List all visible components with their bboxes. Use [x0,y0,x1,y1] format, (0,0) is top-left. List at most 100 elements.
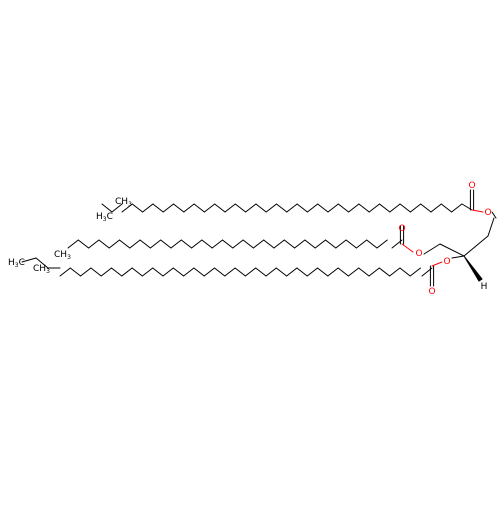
chain2-bond [191,239,203,249]
chain1-bond [152,203,164,213]
chain2-bond [98,239,110,249]
chain1-bond [121,203,133,213]
chain1-bond [101,203,113,213]
chain1-methyl-label: CH3 [115,197,132,208]
oxygen-ester-3: O [443,257,450,267]
chain1-bond [317,203,329,213]
chain1-bond [451,203,463,213]
chain3-branch-label: CH3 [33,264,50,275]
chain3-bond [327,267,339,277]
chain1-bond [337,203,350,213]
chain3-bond [121,267,133,277]
chain1-bond [183,203,195,213]
chain3-bond [368,267,380,277]
chain1-bond [162,203,174,213]
chain3-terminal-label: H3C [8,258,25,269]
chain1-bond [348,203,360,213]
chain3-bond [152,267,164,277]
chain1-bond [245,203,257,213]
chain2-bond [77,239,90,249]
chain2-bond [294,239,306,249]
chain3-bond [234,267,246,277]
chain2-bond [211,239,223,249]
chain3-bond [347,267,360,277]
chain2-bond [366,239,378,249]
chain3-bond [337,267,349,277]
chain2-bond [335,239,347,249]
chain3-bond [111,267,123,277]
chain2-bond [149,239,162,249]
ester2-bond [401,243,414,253]
chain2-bond [180,239,193,249]
chain2-bond [325,239,337,249]
chain2-bond [314,239,326,249]
stereo-hydrogen: H [481,282,488,292]
chain2-methyl-label: CH3 [54,250,71,261]
chain2-bond [170,239,182,249]
chain3-bond [399,267,411,277]
chain2-bond [242,239,254,249]
chain2-bond [222,239,234,249]
chain1-bond [255,203,267,213]
ester3-bond [431,261,443,267]
chain2-bond [263,239,275,249]
chain3-bond [131,267,143,277]
chain1-bond [265,203,277,213]
chain1-bond [224,203,236,213]
chain1-bond [358,203,370,213]
chain3-bond [162,267,174,277]
chain3-bond [244,267,257,277]
chain3-bond [224,267,236,277]
chain3-bond [306,267,318,277]
chain3-bond [90,267,102,277]
chain2-bond [160,239,172,249]
bonds [21,189,497,287]
ester1-bond [471,209,484,213]
chain3-bond [80,267,92,277]
chain3-bond [358,267,370,277]
chain2-bond [304,239,316,249]
chain2-bond [273,239,285,249]
chain1-bond [131,203,144,213]
chain3-bond [409,267,421,277]
chain3-bond [286,267,298,277]
chain1-bond [214,203,226,213]
chain1-bond [286,203,298,213]
chain1-bond [379,203,391,213]
oxygen-ester-2: O [415,249,422,259]
chain1-bond [296,203,308,213]
chain1-bond [368,203,380,213]
chain1-bond [306,203,319,213]
chain2-bond [201,239,213,249]
chain2-bond [88,239,100,249]
chain2-bond [67,239,79,249]
chain1-bond [173,203,185,213]
chain2-bond [355,239,368,249]
chain3-bond [100,267,112,277]
chain1-bond [111,203,123,213]
chain3-bond [378,267,391,277]
chain3-bond [172,267,185,277]
glycerol-bond [463,235,489,257]
chain3-bond [193,267,205,277]
oxygen-carbonyl-2: O [398,224,405,234]
stereo-wedge [463,255,483,282]
chain3-bond [214,267,226,277]
chain1-bond [276,203,288,213]
ester3-bond [451,255,465,259]
chain3-bond [203,267,215,277]
chain3-bond [296,267,308,277]
chain3-bond [69,267,82,277]
oxygen-carbonyl-1: O [468,181,475,191]
chain2-bond [139,239,151,249]
chain2-bond [345,239,357,249]
chain2-bond [108,239,120,249]
chain1-bond [193,203,205,213]
chain1-bond [420,203,432,213]
chain3-bond [275,267,288,277]
chain1-bond [389,203,401,213]
chain1-bond [327,203,339,213]
